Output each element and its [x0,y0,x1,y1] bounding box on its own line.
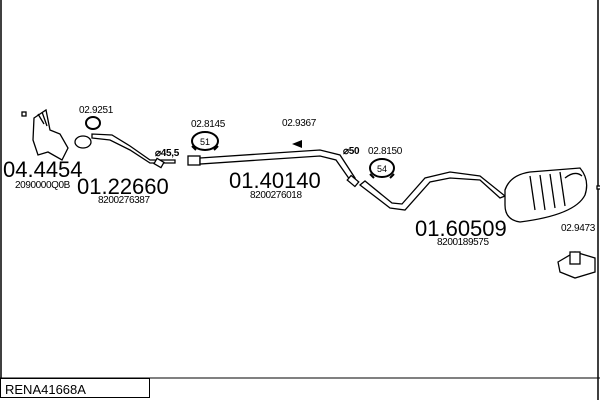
middle-pipe-drawing [187,149,360,188]
catalytic-converter-drawing [21,108,69,161]
bracket-02-9473-drawing [557,251,596,279]
accessory-number: 02.9251 [79,105,114,116]
oem-number: 8200276018 [250,190,302,201]
part-number: 01.22660 [77,174,169,199]
accessory-number: 02.8145 [191,119,226,130]
oem-number: 8200276387 [98,195,150,206]
clamp-02-8145-drawing: 51 [191,131,219,151]
oem-number: 8200189575 [437,237,489,248]
accessory-number: 02.8150 [368,146,403,157]
clamp-02-8150-drawing: 54 [369,158,395,179]
svg-text:54: 54 [377,164,387,174]
part-number: 01.40140 [229,168,321,193]
accessory-number: 02.9367 [282,118,317,129]
part-number: 01.60509 [415,216,507,241]
svg-text:51: 51 [200,137,210,147]
accessory-number: 02.9473 [561,223,596,234]
diagram-code: RENA41668A [0,378,150,398]
oem-number: 2090000Q0B [15,180,70,191]
front-pipe-drawing [74,133,176,169]
rear-silencer-drawing [358,167,600,223]
hanger-02-9367-drawing [292,140,302,148]
gasket-02-9251-drawing [85,116,101,130]
part-number: 04.4454 [3,157,83,182]
diameter-label: ⌀50 [343,146,360,157]
diameter-label: ⌀45,5 [155,148,179,159]
